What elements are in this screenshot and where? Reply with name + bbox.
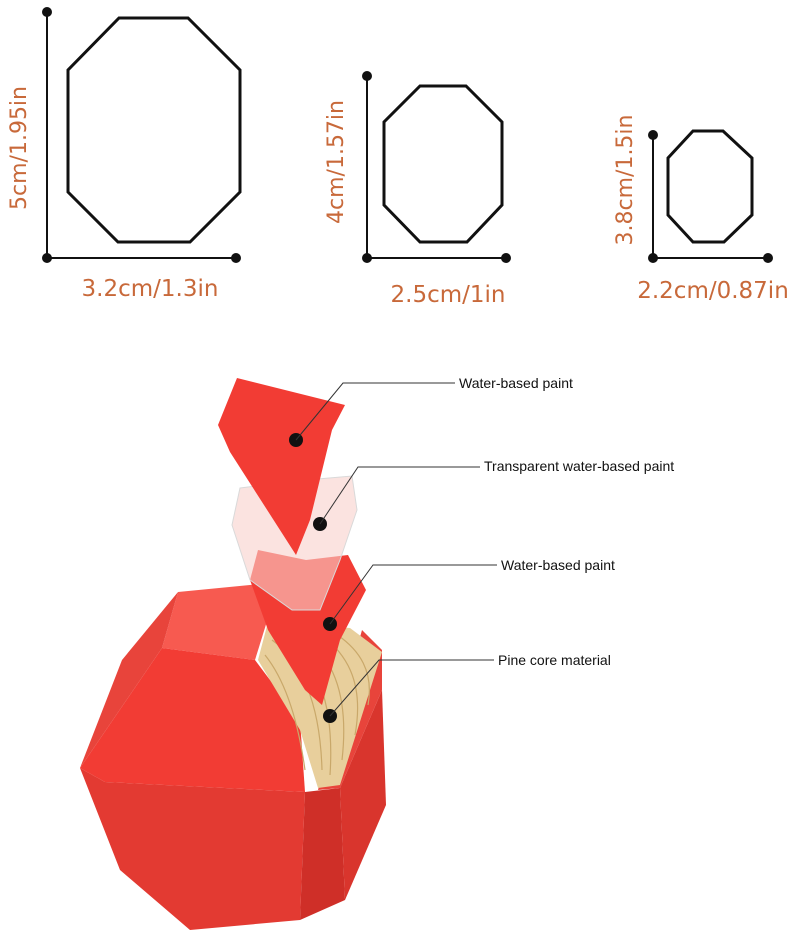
axis-origin-dot <box>648 253 658 263</box>
callout-paint-middle: Water-based paint <box>323 557 615 631</box>
painted-wood-stone <box>80 378 386 930</box>
octagon-outline <box>666 129 754 244</box>
stone-right-facet <box>340 690 386 900</box>
axis-end-dot <box>648 130 658 140</box>
size-diagram-small: 3.8cm/1.5in 2.2cm/0.87in <box>613 115 789 304</box>
callout-pine-core: Pine core material <box>323 652 611 723</box>
axis-end-dot <box>362 71 372 81</box>
callout-label: Transparent water-based paint <box>484 458 674 474</box>
callout-label: Pine core material <box>498 652 611 668</box>
callout-paint-top: Water-based paint <box>289 375 573 447</box>
stone-lower-right-facet <box>300 788 345 920</box>
height-label: 4cm/1.57in <box>324 100 349 224</box>
stone-lower-facet <box>80 768 305 930</box>
axis-end-dot <box>763 253 773 263</box>
height-label: 3.8cm/1.5in <box>613 115 638 246</box>
axis-origin-dot <box>42 253 52 263</box>
height-label: 5cm/1.95in <box>7 86 32 210</box>
callout-leader-line <box>329 564 497 625</box>
callout-label: Water-based paint <box>459 375 573 391</box>
width-label: 2.2cm/0.87in <box>637 278 789 304</box>
top-paint-layer <box>218 378 345 555</box>
callout-label: Water-based paint <box>501 557 615 573</box>
width-label: 3.2cm/1.3in <box>82 276 219 302</box>
stone-left-facet <box>80 592 178 768</box>
axis-end-dot <box>501 253 511 263</box>
size-diagram-large: 5cm/1.95in 3.2cm/1.3in <box>7 7 242 302</box>
octagon-outline <box>382 84 504 244</box>
stone-top-facet <box>162 584 268 660</box>
size-diagram-medium: 4cm/1.57in 2.5cm/1in <box>324 71 511 308</box>
width-label: 2.5cm/1in <box>391 282 506 308</box>
callout-leader-line <box>319 466 480 525</box>
axis-end-dot <box>231 253 241 263</box>
stone-front-facet <box>80 648 305 792</box>
callout-transparent: Transparent water-based paint <box>313 458 674 531</box>
axis-origin-dot <box>362 253 372 263</box>
callout-leader-line <box>329 659 494 717</box>
octagon-outline <box>66 16 242 244</box>
callout-leader-line <box>295 382 455 441</box>
axis-end-dot <box>42 7 52 17</box>
